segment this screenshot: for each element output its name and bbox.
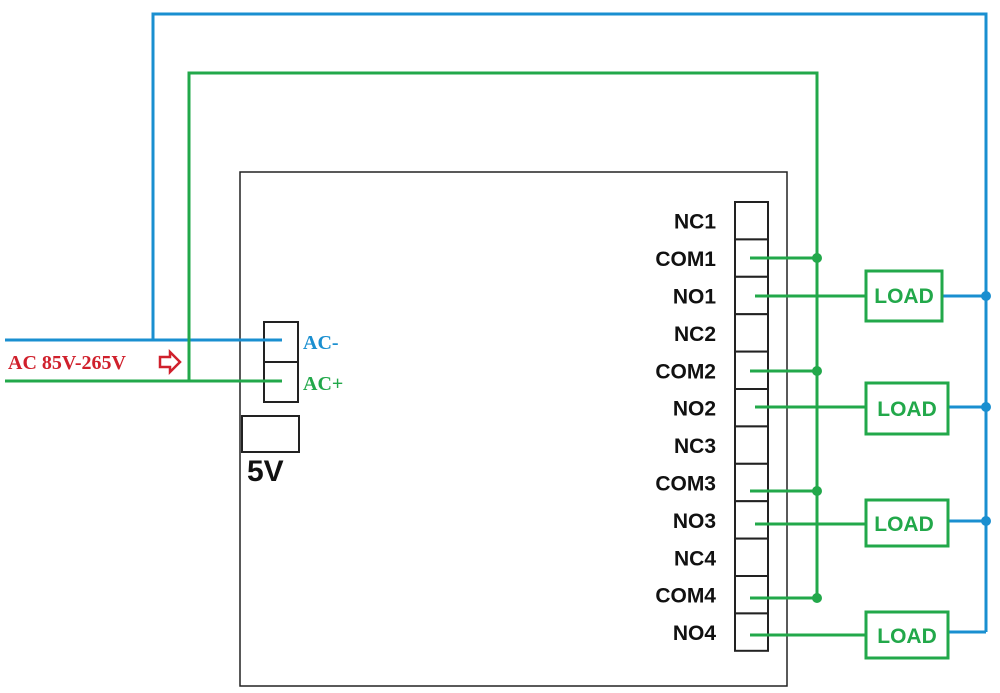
junction-dot xyxy=(812,253,822,263)
terminal-label-com1: COM1 xyxy=(655,248,716,271)
terminal-slot-com4 xyxy=(734,575,769,615)
load-label: LOAD xyxy=(877,398,937,421)
load-4: LOAD xyxy=(864,610,950,660)
terminal-label-no4: NO4 xyxy=(673,622,717,645)
terminal-slot-no3 xyxy=(734,500,769,540)
terminal-slot-nc1 xyxy=(734,201,769,241)
terminal-slot-no4 xyxy=(734,612,769,652)
arrow-right-icon xyxy=(158,348,182,376)
terminal-label-com3: COM3 xyxy=(655,473,716,496)
terminal-slot-nc2 xyxy=(734,313,769,353)
load-label: LOAD xyxy=(874,285,934,308)
terminal-label-no1: NO1 xyxy=(673,286,717,309)
terminal-label-nc1: NC1 xyxy=(674,211,716,234)
terminal-label-nc3: NC3 xyxy=(674,435,716,458)
load-2: LOAD xyxy=(864,381,950,436)
5v-terminal xyxy=(241,415,300,453)
junction-dot xyxy=(812,593,822,603)
module-board xyxy=(239,171,788,687)
terminal-label-no2: NO2 xyxy=(673,398,716,421)
load-label: LOAD xyxy=(874,513,934,536)
5v-label: 5V xyxy=(247,455,284,488)
load-3: LOAD xyxy=(864,498,950,548)
terminal-slot-com3 xyxy=(734,462,769,503)
terminal-label-com2: COM2 xyxy=(655,360,716,383)
junction-dot xyxy=(981,516,991,526)
terminal-label-com4: COM4 xyxy=(655,585,716,608)
junction-dot xyxy=(981,402,991,412)
supply-voltage-label: AC 85V-265V xyxy=(8,352,127,374)
terminal-slot-nc4 xyxy=(734,537,769,577)
junction-dot xyxy=(812,486,822,496)
terminal-label-nc4: NC4 xyxy=(674,547,716,570)
terminal-slot-nc3 xyxy=(734,425,769,465)
load-1: LOAD xyxy=(864,269,944,323)
green-bus-wire xyxy=(187,71,819,600)
blue-bus-wire xyxy=(151,12,988,632)
relay-terminal-block xyxy=(734,201,769,652)
terminal-label-nc2: NC2 xyxy=(674,323,716,346)
ac-terminal-top xyxy=(263,321,299,363)
junction-dot xyxy=(812,366,822,376)
terminal-label-no3: NO3 xyxy=(673,510,716,533)
ac-plus-label: AC+ xyxy=(303,373,343,395)
load-label: LOAD xyxy=(877,625,937,648)
junction-dot xyxy=(981,291,991,301)
ac-minus-label: AC- xyxy=(303,332,339,354)
